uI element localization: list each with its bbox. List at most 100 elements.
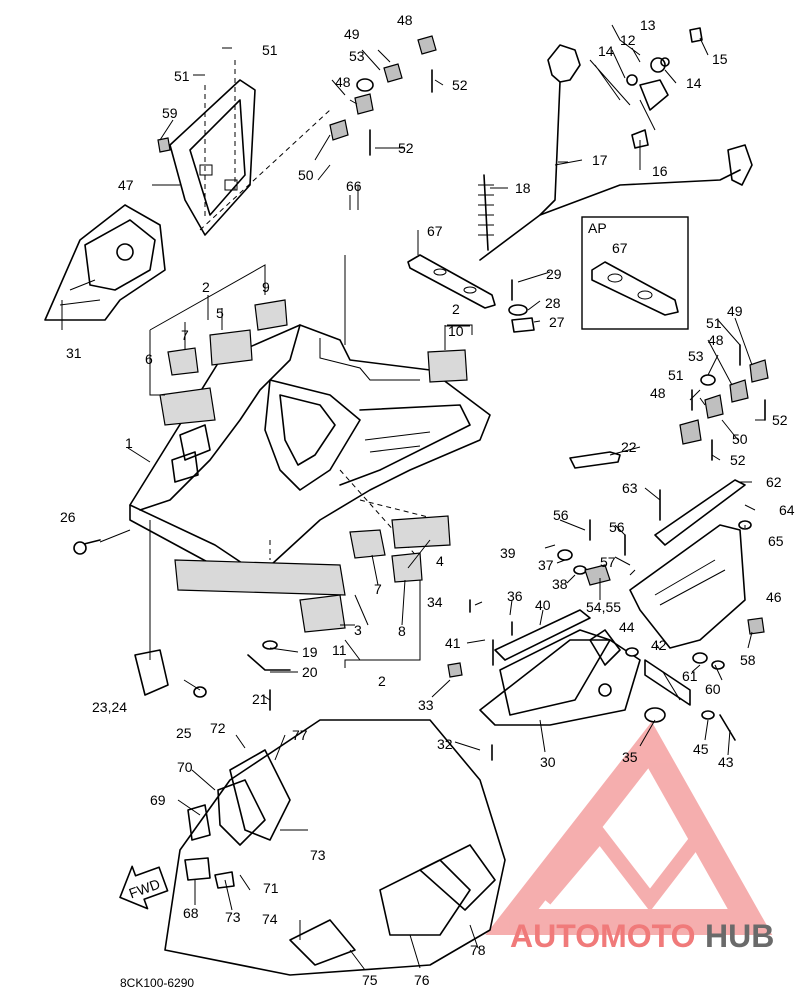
pad-5: [209, 329, 253, 366]
callout-73a: 73: [310, 847, 326, 863]
callout-56b: 56: [609, 519, 625, 535]
callout-37: 37: [538, 557, 554, 573]
callout-8: 8: [398, 623, 406, 639]
pad-long: [174, 559, 346, 596]
callout-49a: 49: [344, 26, 360, 42]
callout-28: 28: [545, 295, 561, 311]
callout-48b: 48: [335, 74, 351, 90]
callout-18: 18: [515, 180, 531, 196]
callout-52d: 52: [730, 452, 746, 468]
pad-10: [427, 349, 468, 383]
cable-assembly: [478, 27, 753, 261]
callout-40: 40: [535, 597, 551, 613]
lower-right-fasteners: [492, 489, 765, 741]
callout-38: 38: [552, 576, 568, 592]
right-fasteners: [679, 344, 769, 461]
leader-lines: [61, 24, 765, 971]
callout-51a: 51: [262, 42, 278, 58]
callout-11: 11: [332, 642, 347, 658]
upper-fasteners: [329, 35, 437, 156]
pad-9: [254, 299, 288, 331]
callout-77: 77: [292, 727, 308, 743]
callout-9: 9: [262, 279, 270, 295]
callout-71: 71: [263, 880, 279, 896]
callout-44: 44: [619, 619, 635, 635]
callout-52b: 52: [398, 140, 414, 156]
left-small-parts: [73, 137, 513, 761]
pad-8: [391, 552, 423, 583]
callout-32: 32: [437, 736, 453, 752]
callout-64: 64: [779, 502, 795, 518]
callout-1: 1: [125, 435, 133, 451]
callout-70: 70: [177, 759, 193, 775]
callout-15: 15: [712, 51, 728, 67]
callout-66: 66: [346, 178, 362, 194]
callout-49b: 49: [727, 303, 743, 319]
callout-3: 3: [354, 622, 362, 638]
callout-65: 65: [768, 533, 784, 549]
foam-pads: [159, 299, 468, 633]
callout-69: 69: [150, 792, 166, 808]
callout-59: 59: [162, 105, 178, 121]
callout-74: 74: [262, 911, 278, 927]
left-duct: [44, 204, 166, 321]
pad-3: [349, 529, 386, 559]
callout-73b: 73: [225, 909, 241, 925]
callout-54-55: 54,55: [586, 599, 621, 615]
callout-22: 22: [621, 439, 637, 455]
callout-5: 5: [216, 305, 224, 321]
hose-22: [569, 451, 621, 469]
callout-2b: 2: [452, 301, 460, 317]
callout-61: 61: [682, 668, 698, 684]
callout-51d: 51: [668, 367, 684, 383]
watermark-text: AUTOMOTO HUB: [510, 918, 774, 954]
callout-75: 75: [362, 972, 378, 988]
callout-67b: 67: [612, 240, 628, 256]
callout-57: 57: [600, 554, 616, 570]
callout-41: 41: [445, 635, 461, 651]
callout-25: 25: [176, 725, 192, 741]
callout-7b: 7: [374, 581, 382, 597]
callout-29: 29: [546, 266, 562, 282]
drawing-code: 8CK100-6290: [120, 976, 194, 990]
callout-60: 60: [705, 681, 721, 697]
callout-53b: 53: [688, 348, 704, 364]
callout-10: 10: [448, 323, 464, 339]
callout-20: 20: [302, 664, 318, 680]
callouts: 1 2 2 2 3 4 5 6 7 7 8 9 10 11 12 13 14 1…: [60, 12, 795, 988]
callout-27: 27: [549, 314, 565, 330]
callout-2c: 2: [378, 673, 386, 689]
watermark-logo: [485, 721, 773, 935]
watermark-brand-part2: HUB: [705, 918, 774, 954]
lower-fairing: [164, 719, 506, 976]
detail-box-ap: [581, 216, 689, 330]
pad-4: [391, 515, 451, 549]
callout-56a: 56: [553, 507, 569, 523]
callout-50b: 50: [732, 431, 748, 447]
callout-23-24: 23,24: [92, 699, 127, 715]
callout-68: 68: [183, 905, 199, 921]
callout-35: 35: [622, 749, 638, 765]
callout-19: 19: [302, 644, 318, 660]
plate-67: [407, 254, 496, 309]
callout-16: 16: [652, 163, 668, 179]
callout-46: 46: [766, 589, 782, 605]
callout-78: 78: [470, 942, 486, 958]
pad-7: [167, 347, 199, 376]
callout-6: 6: [145, 351, 153, 367]
callout-12: 12: [620, 32, 636, 48]
callout-67a: 67: [427, 223, 443, 239]
callout-48c: 48: [708, 332, 724, 348]
callout-13: 13: [640, 17, 656, 33]
items-27-29: [508, 279, 535, 333]
callout-52c: 52: [772, 412, 788, 428]
callout-51b: 51: [174, 68, 190, 84]
callout-2a: 2: [202, 279, 210, 295]
callout-17: 17: [592, 152, 608, 168]
callout-53a: 53: [349, 48, 365, 64]
callout-76: 76: [414, 972, 430, 988]
callout-7a: 7: [181, 327, 189, 343]
callout-36: 36: [507, 588, 523, 604]
right-side-panel: [629, 479, 746, 649]
